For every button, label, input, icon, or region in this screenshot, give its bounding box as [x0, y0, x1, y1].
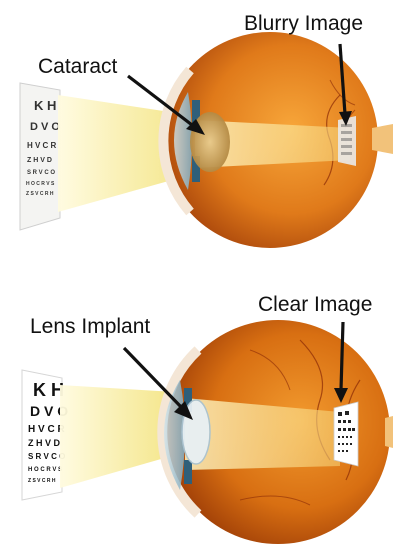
chart-row: Z S V C R H: [28, 478, 56, 484]
optic-nerve-bottom: [385, 416, 393, 448]
chart-row: D V O: [30, 121, 60, 133]
label-lens-implant: Lens Implant: [30, 316, 150, 337]
optic-nerve-top: [372, 124, 393, 154]
chart-row: H V C R: [28, 424, 65, 435]
clear-image: [334, 402, 358, 466]
chart-row: Z H V D: [27, 157, 52, 164]
chart-row: Z H V D: [28, 438, 61, 448]
label-clear-image: Clear Image: [258, 294, 372, 315]
implant-panel: K H D V O H V C R Z H V D S R V C O H O …: [22, 320, 393, 544]
chart-row: K H: [34, 98, 56, 113]
chart-row: H O C R V S: [26, 181, 55, 187]
label-cataract: Cataract: [38, 56, 117, 77]
chart-row: Z S V C R H: [26, 191, 54, 197]
chart-row: K H: [33, 380, 64, 400]
chart-row: S R V C O: [28, 452, 65, 461]
chart-row: H V C R: [27, 141, 57, 150]
eye-chart-top: K H D V O H V C R Z H V D S R V C O H O …: [20, 83, 60, 230]
chart-row: H O C R V S: [28, 467, 62, 473]
chart-row: S R V C O: [27, 170, 55, 176]
label-blurry-image: Blurry Image: [244, 13, 363, 34]
